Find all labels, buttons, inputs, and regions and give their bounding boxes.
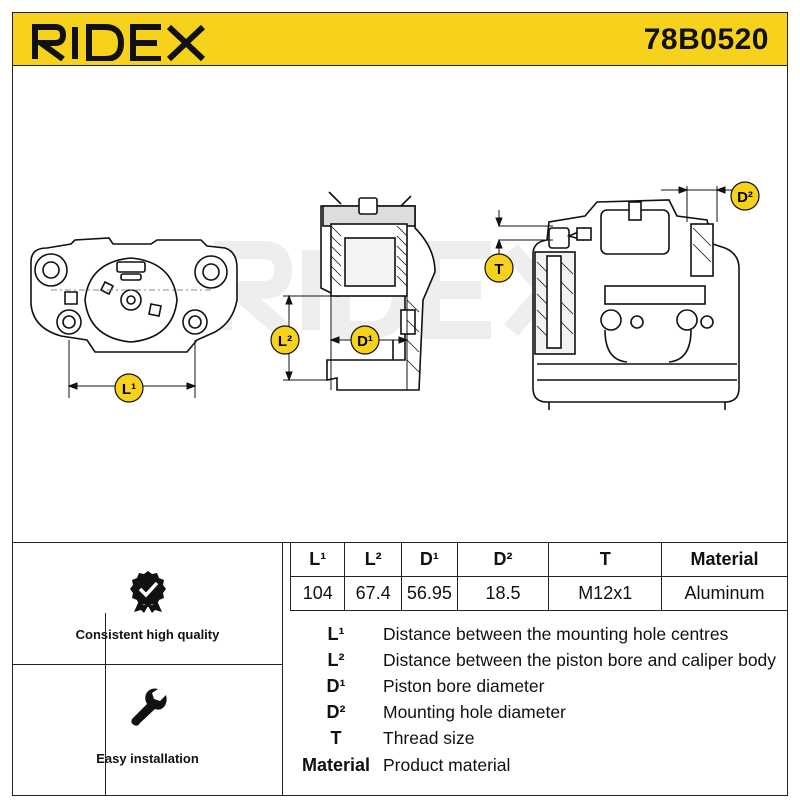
feature-installation: Easy installation [13,665,283,795]
legend-key: L² [327,650,345,670]
spec-header-t: T [548,543,663,577]
wrench-icon [131,688,167,726]
spec-value-t: M12x1 [548,576,663,611]
spec-value-l2: 67.4 [344,576,402,611]
spec-value-d1: 56.95 [400,576,458,611]
caliper-front-view [30,237,238,353]
spec-header-material: Material [661,543,787,577]
badge-l1: L¹ [114,373,144,403]
legend-desc: Distance between the mounting hole centr… [383,624,729,644]
legend-row: D² Mounting hole diameter [290,699,787,725]
legend-desc: Mounting hole diameter [383,702,566,722]
legend-row: D¹ Piston bore diameter [290,673,787,699]
legend-key: D¹ [326,676,346,696]
spec-value-material: Aluminum [661,576,787,611]
spec-header-l1: L¹ [289,543,346,577]
feature-quality: Consistent high quality [13,543,283,665]
info-panel: Consistent high quality Easy installatio… [12,542,788,796]
badge-d2-text: D² [737,189,753,206]
caliper-side-view [532,199,740,410]
legend-key: D² [326,702,346,722]
spec-header-d1: D¹ [400,543,458,577]
badge-check-icon [130,571,166,613]
legend-divider [105,613,106,795]
legend-key: T [330,728,342,748]
spec-value-d2: 18.5 [456,576,550,611]
spec-table: L¹ L² D¹ D² T Material 104 67.4 56.95 18… [289,543,787,611]
legend-list: L¹ Distance between the mounting hole ce… [290,613,787,795]
badge-d1: D¹ [350,325,380,355]
ridex-logo [31,24,206,61]
legend-desc: Distance between the piston bore and cal… [383,650,777,670]
badge-t-text: T [494,261,503,278]
legend-key: L¹ [327,624,345,644]
dimension-t-d2 [495,186,743,256]
legend-desc: Piston bore diameter [383,676,545,696]
legend-key: Material [301,755,371,775]
badge-d2: D² [730,181,760,211]
badge-l2: L² [270,325,300,355]
right-view-hatch [536,227,712,337]
spec-value-row: 104 67.4 56.95 18.5 M12x1 Aluminum [289,576,787,611]
badge-t: T [484,253,514,283]
spec-header-d2: D² [456,543,550,577]
feature-quality-label: Consistent high quality [75,627,220,642]
section-hatch [330,225,420,373]
spec-header-row: L¹ L² D¹ D² T Material [289,543,787,577]
legend-row: L¹ Distance between the mounting hole ce… [290,621,787,647]
spec-value-l1: 104 [289,576,346,611]
feature-installation-label: Easy installation [96,751,199,766]
legend-desc: Thread size [383,728,475,748]
legend-desc: Product material [383,755,511,775]
part-number: 78B0520 [643,23,769,56]
spec-header-l2: L² [344,543,402,577]
legend-row: Material Product material [290,752,787,778]
badge-d1-text: D¹ [357,333,373,350]
badge-l1-text: L¹ [122,381,136,398]
legend-row: L² Distance between the piston bore and … [290,647,787,673]
caliper-drawing: L¹ L² D¹ T D² [30,181,760,410]
header-bar: 78B0520 [12,12,788,66]
badge-l2-text: L² [278,333,292,350]
legend-row: T Thread size [290,725,787,751]
caliper-section-view [320,191,436,391]
caliper-diagram: L¹ L² D¹ T D² [12,66,788,542]
